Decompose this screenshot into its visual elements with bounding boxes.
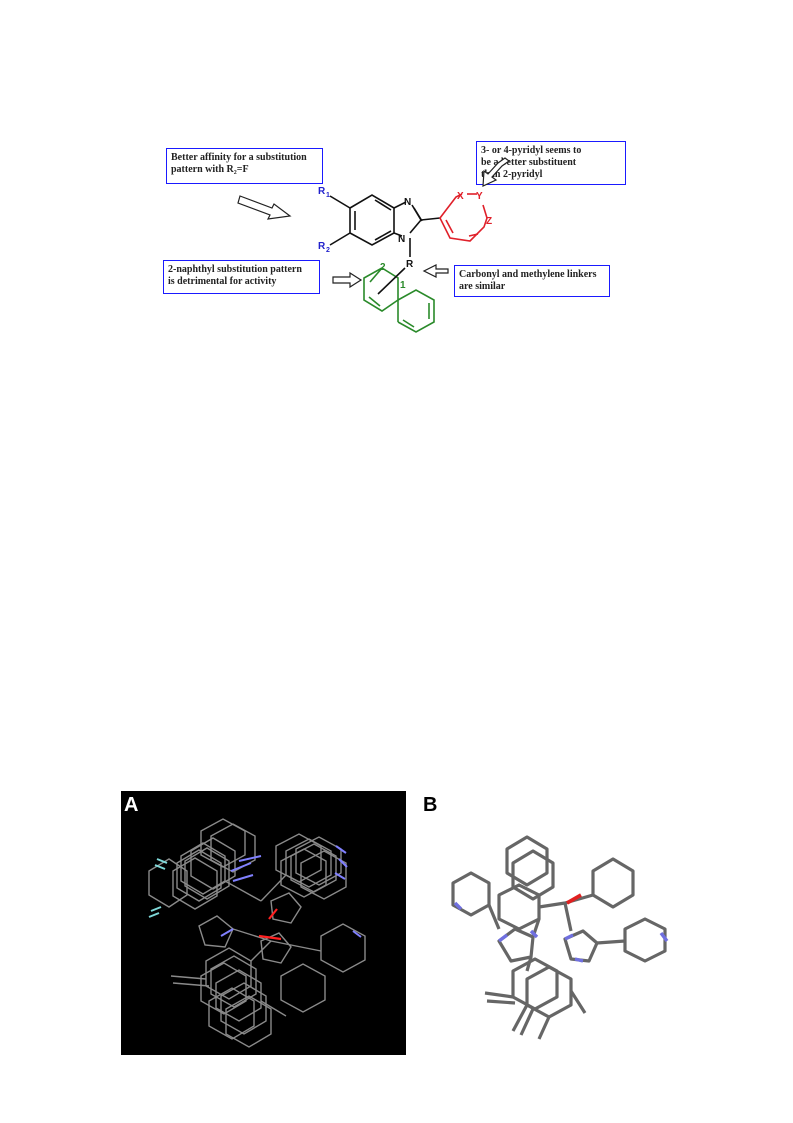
overlay-ring-cluster-top-left (172, 818, 256, 910)
panel-b-label: B (423, 794, 438, 816)
five-ring-right (563, 929, 599, 963)
panel-b-superposition: B (415, 791, 700, 1055)
r1-label: R (318, 186, 326, 197)
z-label: Z (486, 216, 492, 227)
arrow-naphthyl (332, 271, 363, 289)
naphthyl-annotation: 2-naphthyl substitution pattern is detri… (163, 260, 320, 294)
panel-a-molecule-overlay (148, 818, 366, 1048)
sar-arrows (237, 157, 511, 289)
panel-a-alignment-overlay: A (121, 791, 406, 1055)
arrow-linker (422, 264, 449, 278)
linker-annotation: Carbonyl and methylene linkers are simil… (454, 265, 610, 297)
position-2-label: 2 (380, 262, 386, 273)
linker-bond (377, 267, 406, 295)
ring-right-pyridine (623, 917, 667, 963)
overlay-oxygen-atoms (258, 908, 282, 941)
pyridyl-ring (439, 193, 488, 242)
arrow-pyridyl (482, 157, 511, 187)
x-label: X (457, 191, 464, 202)
panel-a-label: A (124, 794, 139, 816)
ring-top-center (505, 835, 549, 887)
overlay-ring-cluster-bottom (200, 947, 272, 1048)
linker-r-label: R (406, 259, 414, 270)
arrow-affinity (237, 195, 292, 220)
overlay-nitrogen-atoms (220, 845, 362, 938)
r1-subscript: 1 (326, 192, 330, 199)
benzimidazole-core (329, 194, 441, 257)
y-label: Y (476, 191, 483, 202)
panel-b-oxygen-atom (566, 893, 582, 905)
overlay-five-membered-rings (198, 892, 302, 964)
overlay-ring-cluster-top-right (275, 833, 347, 900)
naphthyl-ring (363, 267, 435, 333)
affinity-annotation: Better affinity for a substitution patte… (166, 148, 323, 184)
pyridyl-annotation: 3- or 4-pyridyl seems to be a better sub… (476, 141, 626, 185)
overlay-side-rings (148, 858, 366, 1013)
five-ring-left (497, 927, 535, 963)
sar-structure-diagram: R 1 R 2 N N R X Y Z 2 1 (237, 157, 511, 333)
overlay-bonds (170, 874, 322, 1017)
ring-top-right (591, 857, 635, 909)
overlay-fluorine-atoms (148, 858, 168, 918)
imidazole-n-top: N (404, 197, 411, 208)
panel-b-molecule-pair (451, 835, 669, 1040)
r2-subscript: 2 (326, 247, 330, 254)
position-1-label: 1 (400, 280, 406, 291)
r2-label: R (318, 241, 326, 252)
panel-b-nitrogen-atoms (453, 901, 669, 963)
imidazole-n-bottom: N (398, 234, 405, 245)
